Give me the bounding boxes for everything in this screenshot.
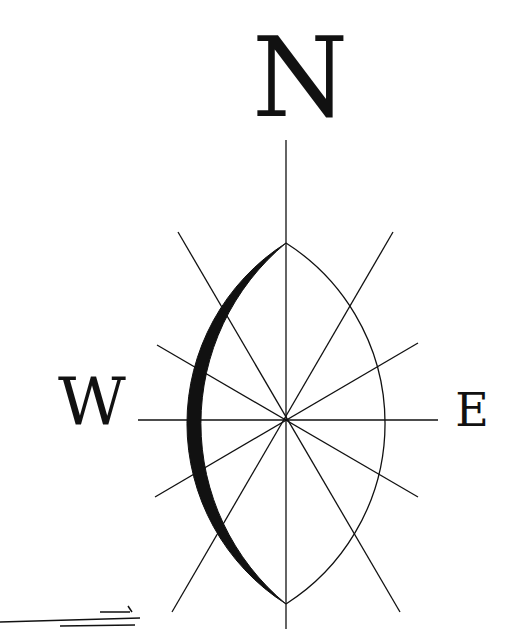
lens-arc: [286, 243, 385, 604]
scribble-mark: [0, 618, 140, 622]
scribble-mark: [60, 625, 135, 626]
scribble-mark: [100, 606, 132, 612]
north-south-line: [285, 140, 286, 629]
crescent-arc: [187, 243, 286, 604]
west-label: W: [58, 369, 126, 435]
east-label: E: [455, 387, 489, 433]
north-label: N: [252, 23, 348, 133]
